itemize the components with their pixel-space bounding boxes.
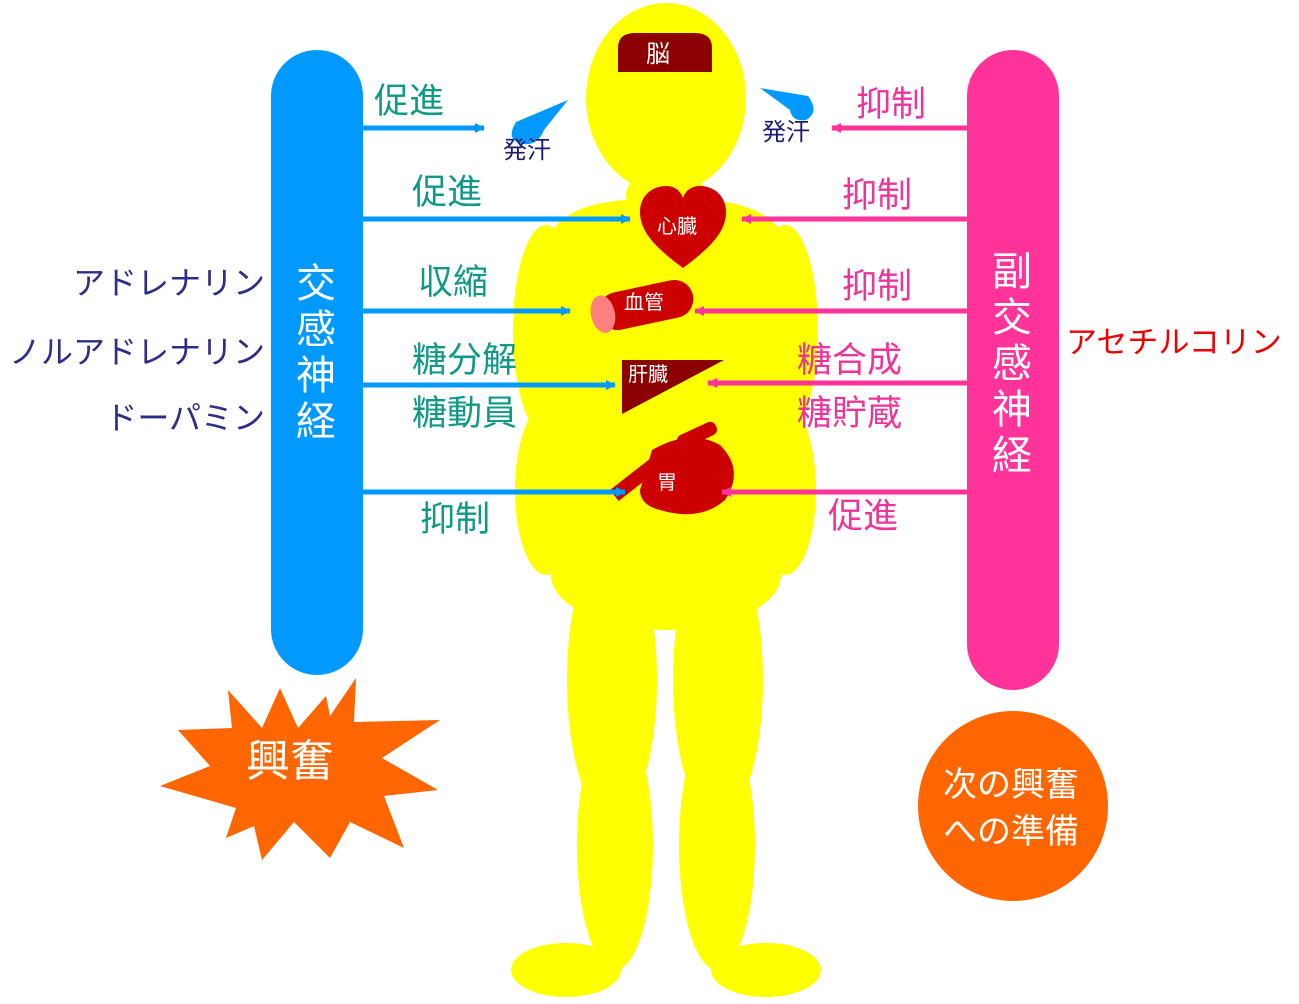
sweat-drop-left-icon [511,100,568,145]
symp-liver-effect-2: 糖動員 [412,394,518,434]
sympathetic-nerve-bar [271,50,363,675]
preparation-label-line1: 次の興奮 [943,765,1079,805]
brain-shape [618,33,712,72]
heart-label: 心臓 [657,214,697,238]
blood-vessel-shape [590,279,694,333]
symp-liver-effect-1: 糖分解 [412,341,518,381]
parasympathetic-nerve-label: 副交感神経 [985,250,1031,480]
right-foot [711,943,821,997]
excitement-burst-shape [160,678,440,860]
para-stomach-effect: 促進 [828,497,899,537]
brain-label: 脳 [646,40,670,68]
excitement-label: 興奮 [246,736,334,787]
symp-stomach-effect: 抑制 [420,500,491,540]
parasympathetic-arrows [694,123,967,497]
sweat-label-left: 発汗 [503,136,551,164]
stomach-label: 胃 [657,470,677,494]
para-sweat-effect: 抑制 [856,85,927,125]
sweat-drop-right-icon [760,88,814,121]
transmitter-acetylcholine: アセチルコリン [1066,325,1282,361]
transmitter-dopamine: ドーパミン [105,399,265,437]
left-foot [511,943,621,997]
symp-vessel-effect: 収縮 [418,263,489,303]
preparation-circle [918,711,1108,901]
left-upper-arm [513,225,579,435]
preparation-label-line2: への準備 [943,812,1079,852]
symp-sweat-effect: 促進 [374,82,445,122]
heart-shape [640,186,726,268]
left-shin [577,720,653,970]
transmitter-adrenaline: アドレナリン [72,264,265,302]
para-liver-effect-2: 糖貯蔵 [797,394,903,434]
parasympathetic-nerve-bar [967,50,1059,690]
symp-heart-effect: 促進 [412,173,483,213]
human-body [511,3,821,997]
vessel-label: 血管 [624,290,664,314]
head [586,3,746,193]
sweat-label-right: 発汗 [762,118,810,146]
para-heart-effect: 抑制 [842,176,913,216]
para-liver-effect-1: 糖合成 [797,341,903,381]
para-vessel-effect: 抑制 [842,267,913,307]
sympathetic-nerve-label: 交感神経 [289,262,335,446]
liver-shape [622,360,724,414]
right-shin [679,720,755,970]
liver-label: 肝臓 [628,362,668,386]
sympathetic-arrows [363,123,631,497]
transmitter-noradrenaline: ノルアドレナリン [8,333,265,371]
